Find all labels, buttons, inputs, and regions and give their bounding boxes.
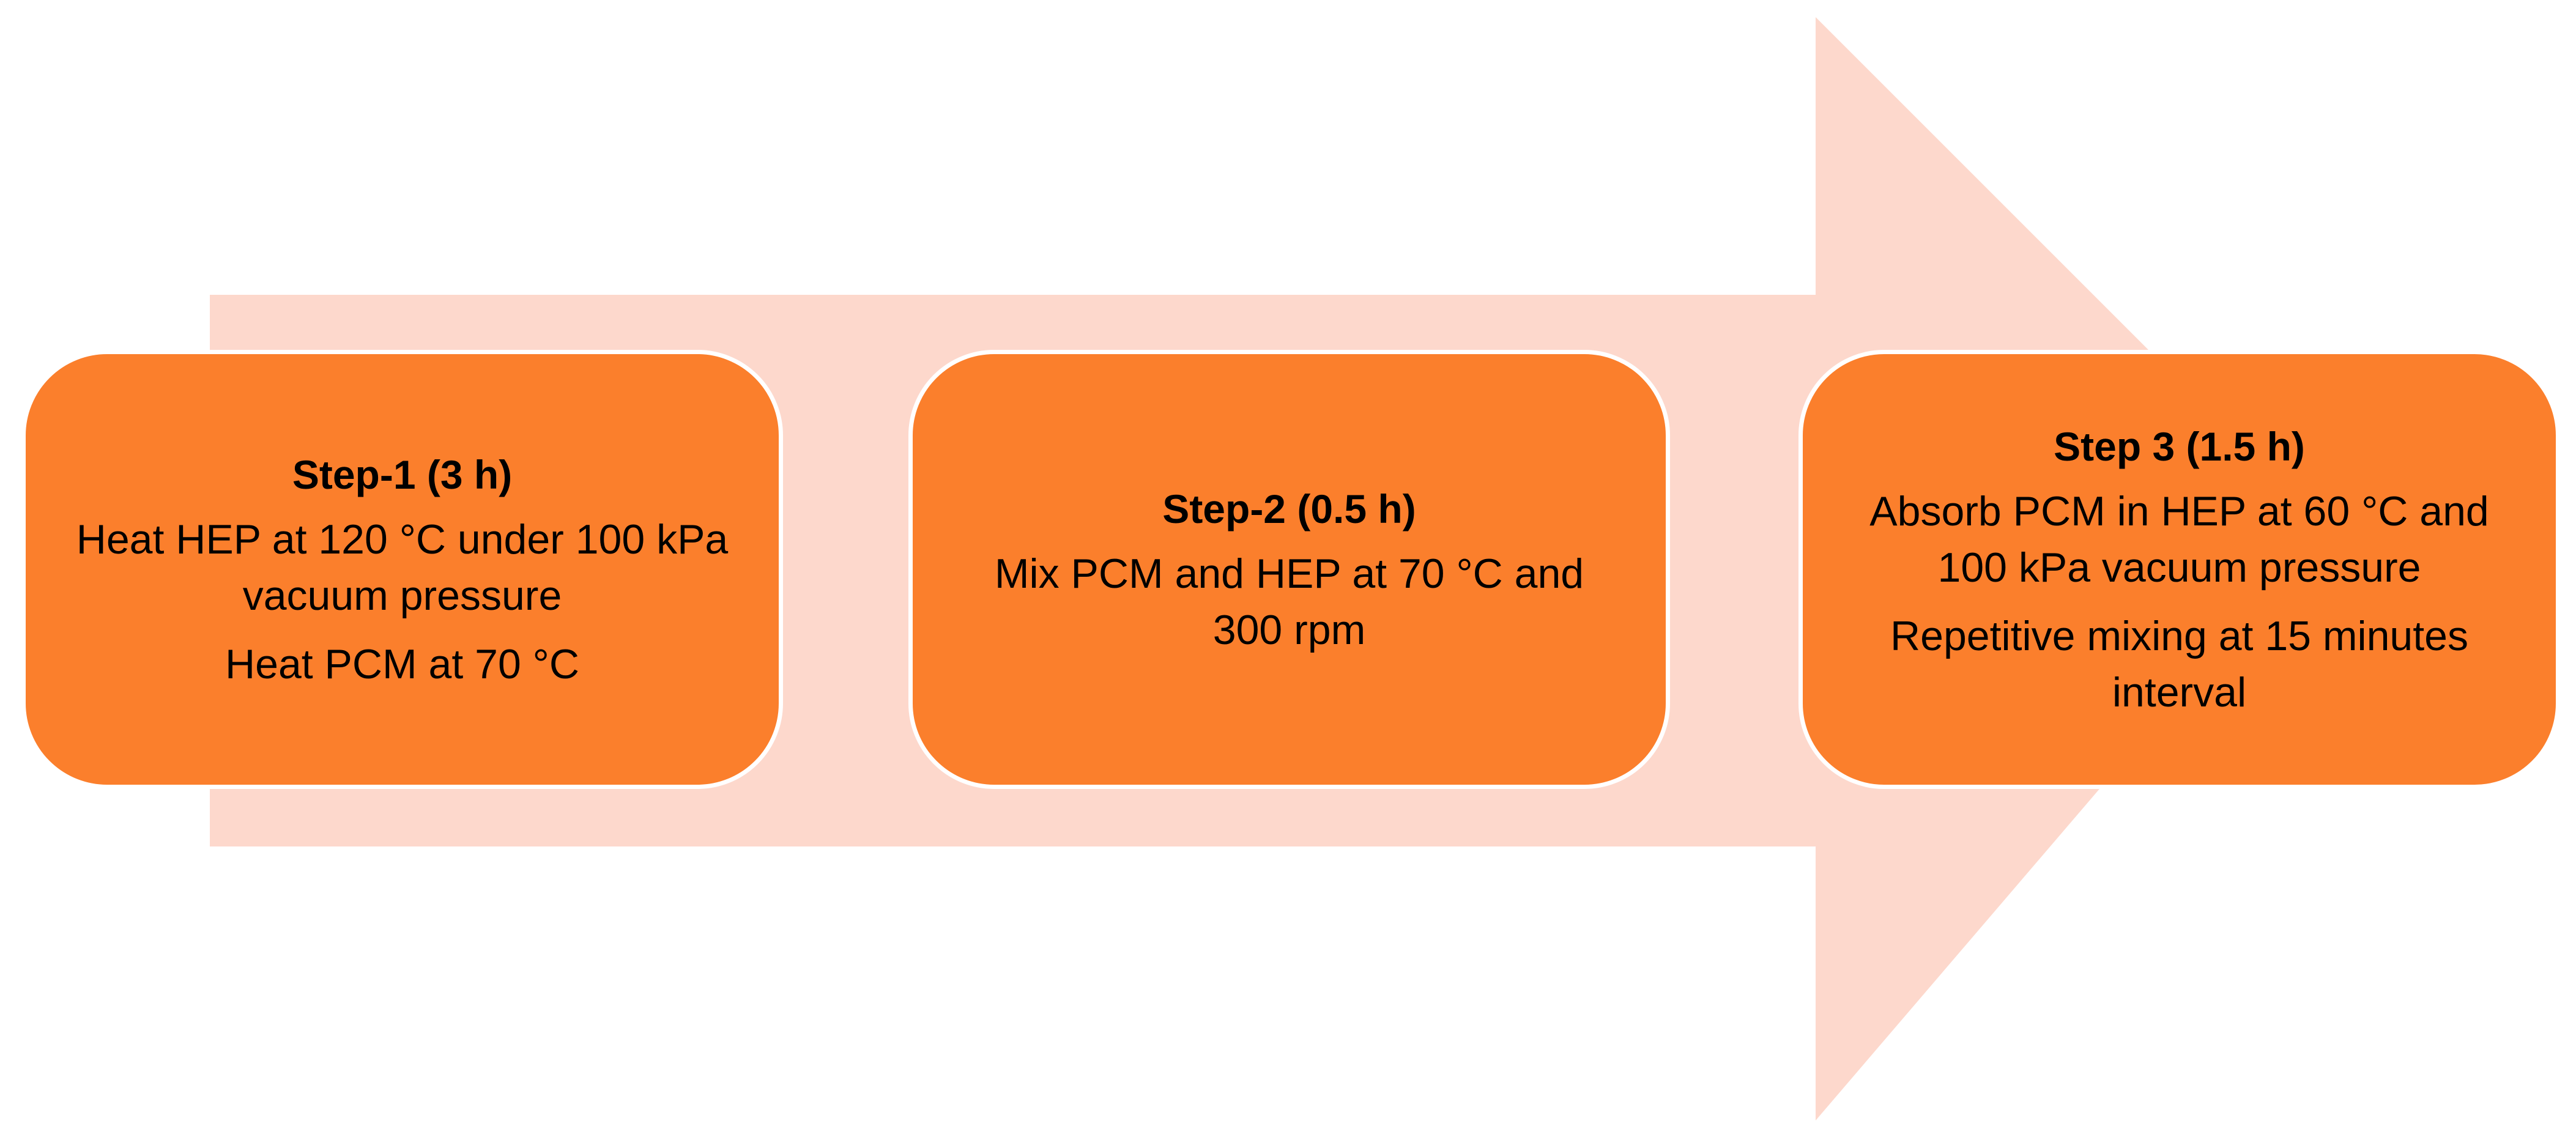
step-2-line-1: Mix PCM and HEP at 70 °C and 300 rpm xyxy=(994,550,1584,653)
step-1-line-2: Heat PCM at 70 °C xyxy=(225,641,579,687)
step-1-box: Step-1 (3 h) Heat HEP at 120 °C under 10… xyxy=(21,350,783,789)
step-3-title: Step 3 (1.5 h) xyxy=(2054,424,2305,469)
step-2-box: Step-2 (0.5 h) Mix PCM and HEP at 70 °C … xyxy=(908,350,1670,789)
step-3-box: Step 3 (1.5 h) Absorb PCM in HEP at 60 °… xyxy=(1798,350,2560,789)
step-3-line-2: Repetitive mixing at 15 minutes interval xyxy=(1890,613,2468,716)
step-1-line-1: Heat HEP at 120 °C under 100 kPa vacuum … xyxy=(76,516,729,619)
step-3-line-1: Absorb PCM in HEP at 60 °C and 100 kPa v… xyxy=(1869,488,2489,591)
step-1-title: Step-1 (3 h) xyxy=(292,452,513,497)
step-2-title: Step-2 (0.5 h) xyxy=(1162,486,1416,531)
